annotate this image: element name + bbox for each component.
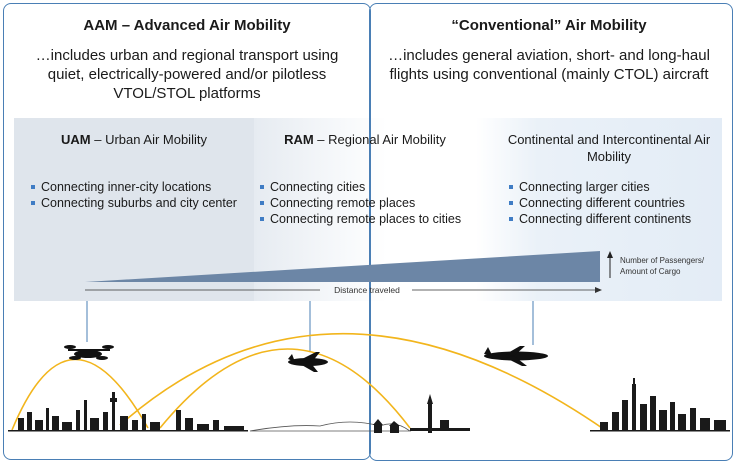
uam-panel <box>14 118 254 301</box>
list-item: Connecting different countries <box>509 195 719 211</box>
skyline-left-icon <box>8 392 248 432</box>
village-icon <box>373 394 470 433</box>
list-item: Connecting remote places <box>260 195 485 211</box>
list-item: Connecting cities <box>260 179 485 195</box>
skyline-right-icon <box>590 378 730 432</box>
uam-title: UAM – Urban Air Mobility <box>61 132 207 147</box>
list-item: Connecting remote places to cities <box>260 211 485 227</box>
passengers-label: Number of Passengers/ Amount of Cargo <box>620 256 705 276</box>
distance-label: Distance traveled <box>334 285 400 295</box>
list-item: Connecting inner-city locations <box>31 179 251 195</box>
conventional-title: “Conventional” Air Mobility <box>451 17 647 34</box>
passengers-arrow-head <box>607 251 613 258</box>
hills-icon <box>249 421 412 432</box>
uam-list: Connecting inner-city locations Connecti… <box>31 179 251 211</box>
regional-plane-icon <box>288 352 328 372</box>
aam-description: …includes urban and regional transport u… <box>35 47 339 102</box>
conventional-frame <box>369 3 733 461</box>
distance-arrow-head <box>595 287 602 293</box>
aam-title: AAM – Advanced Air Mobility <box>83 17 291 34</box>
airliner-icon <box>484 346 548 366</box>
continental-title: Continental and Intercontinental Air Mob… <box>507 132 711 164</box>
conventional-description: …includes general aviation, short- and l… <box>388 47 710 83</box>
list-item: Connecting suburbs and city center <box>31 195 251 211</box>
growth-wedge <box>85 251 600 282</box>
list-item: Connecting different continents <box>509 211 719 227</box>
ram-list: Connecting cities Connecting remote plac… <box>260 179 485 227</box>
flight-arcs <box>11 332 606 431</box>
ram-arc <box>159 348 411 429</box>
aam-frame <box>3 3 371 460</box>
ram-title: RAM – Regional Air Mobility <box>284 132 446 147</box>
evtol-icon <box>64 345 114 360</box>
continental-list: Connecting larger cities Connecting diff… <box>509 179 719 227</box>
continental-arc <box>119 332 606 431</box>
list-item: Connecting larger cities <box>509 179 719 195</box>
